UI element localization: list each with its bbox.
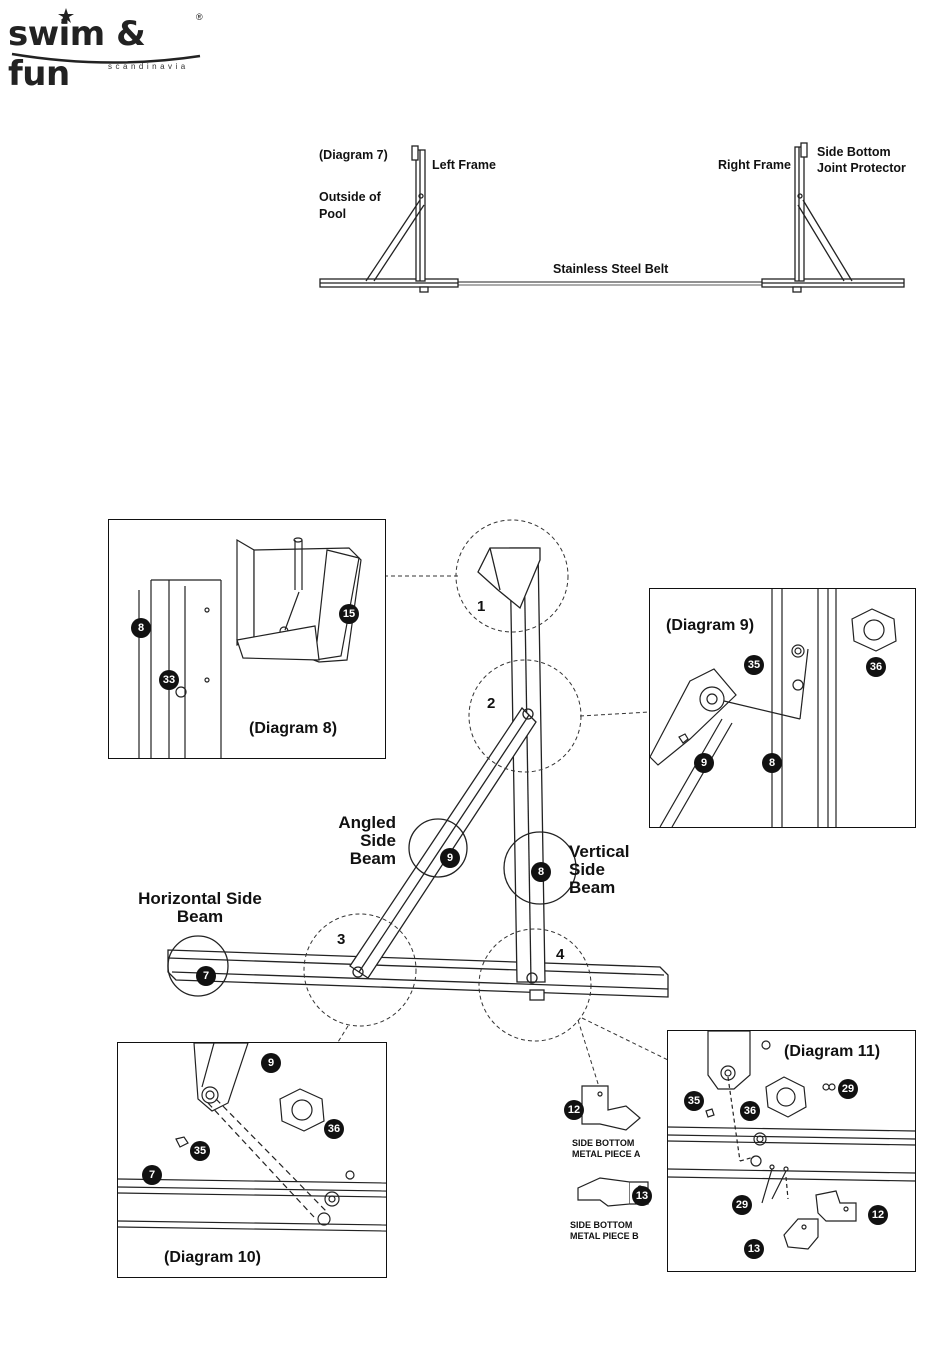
part-badge-8: 8 — [762, 753, 782, 773]
label-pool: Pool — [319, 207, 347, 221]
metal-piece-b-label: SIDE BOTTOM METAL PIECE B — [570, 1220, 639, 1242]
callout-number-2: 2 — [487, 695, 496, 712]
diagram7-drawing — [319, 142, 905, 293]
horizontal-line2: Beam — [176, 907, 224, 926]
part-badge-29: 29 — [838, 1079, 858, 1099]
diagram9-panel: (Diagram 9) 35 36 9 8 — [649, 588, 916, 828]
part-badge-12: 12 — [868, 1205, 888, 1225]
vertical-line1: Vertical — [569, 842, 630, 861]
label-joint-protector: Joint Protector — [817, 161, 906, 175]
part-badge-9: 9 — [694, 753, 714, 773]
part-badge-13: 13 — [632, 1186, 652, 1206]
metal-piece-a-line2: METAL PIECE A — [572, 1149, 641, 1159]
label-stainless-steel-belt: Stainless Steel Belt — [551, 262, 671, 276]
label-left-frame: Left Frame — [432, 158, 496, 172]
label-angled-side-beam: Angled Side Beam — [330, 814, 396, 868]
part-badge-7: 7 — [142, 1165, 162, 1185]
brand-logo: swim & fun ® scandinavia — [8, 6, 208, 94]
diagram10-panel: 9 36 35 7 (Diagram 10) — [117, 1042, 387, 1278]
callout-number-1: 1 — [477, 598, 486, 615]
diagram8-title: (Diagram 8) — [249, 720, 338, 737]
part-badge-36: 36 — [866, 657, 886, 677]
diagram8-panel: 8 15 33 (Diagram 8) — [108, 519, 386, 759]
part-badge-8: 8 — [131, 618, 151, 638]
label-outside-of: Outside of — [319, 190, 381, 204]
diagram10-drawing — [118, 1043, 386, 1232]
horizontal-line1: Horizontal Side — [138, 889, 262, 908]
metal-piece-a-label: SIDE BOTTOM METAL PIECE A — [572, 1138, 640, 1160]
angled-line3: Beam — [349, 849, 396, 868]
part-badge-36: 36 — [740, 1101, 760, 1121]
diagram9-drawing — [650, 589, 897, 827]
vertical-line2: Side — [569, 860, 605, 879]
diagram7-title: (Diagram 7) — [319, 148, 388, 162]
part-badge-8: 8 — [531, 862, 551, 882]
label-right-frame: Right Frame — [718, 158, 791, 172]
diagram9-title: (Diagram 9) — [666, 617, 755, 634]
part-badge-29: 29 — [732, 1195, 752, 1215]
part-badge-12: 12 — [564, 1100, 584, 1120]
part-badge-36: 36 — [324, 1119, 344, 1139]
label-horizontal-side-beam: Horizontal Side Beam — [130, 890, 270, 926]
angled-line2: Side — [360, 831, 396, 850]
diagram8-drawing — [138, 537, 362, 758]
callout-number-4: 4 — [556, 946, 565, 963]
part-badge-35: 35 — [190, 1141, 210, 1161]
part-badge-15: 15 — [339, 604, 359, 624]
metal-pieces-group: 12 SIDE BOTTOM METAL PIECE A 13 SIDE BOT… — [560, 1080, 666, 1250]
logo-swoosh-icon — [11, 8, 201, 64]
vertical-line3: Beam — [569, 878, 616, 897]
part-badge-7: 7 — [196, 966, 216, 986]
diagram11-drawing — [668, 1031, 915, 1250]
part-badge-9: 9 — [261, 1053, 281, 1073]
logo-registered: ® — [196, 12, 203, 22]
part-badge-35: 35 — [744, 655, 764, 675]
metal-piece-a-line1: SIDE BOTTOM — [572, 1138, 635, 1148]
logo-brand-text: swim & fun — [8, 14, 146, 94]
diagram10-title: (Diagram 10) — [164, 1249, 261, 1266]
part-badge-9: 9 — [440, 848, 460, 868]
angled-line1: Angled — [338, 813, 396, 832]
label-vertical-side-beam: Vertical Side Beam — [569, 843, 630, 897]
diagram7: (Diagram 7) Left Frame Outside of Pool R… — [0, 0, 950, 300]
part-badge-33: 33 — [159, 670, 179, 690]
callout-number-3: 3 — [337, 931, 346, 948]
metal-piece-b-line1: SIDE BOTTOM — [570, 1220, 633, 1230]
logo-tagline: scandinavia — [108, 62, 189, 71]
diagram11-panel: (Diagram 11) 35 36 29 29 12 13 — [667, 1030, 916, 1272]
diagram11-title: (Diagram 11) — [784, 1043, 881, 1060]
part-badge-35: 35 — [684, 1091, 704, 1111]
label-side-bottom: Side Bottom — [817, 145, 891, 159]
part-badge-13: 13 — [744, 1239, 764, 1259]
star-icon — [58, 8, 74, 23]
metal-piece-b-line2: METAL PIECE B — [570, 1231, 639, 1241]
